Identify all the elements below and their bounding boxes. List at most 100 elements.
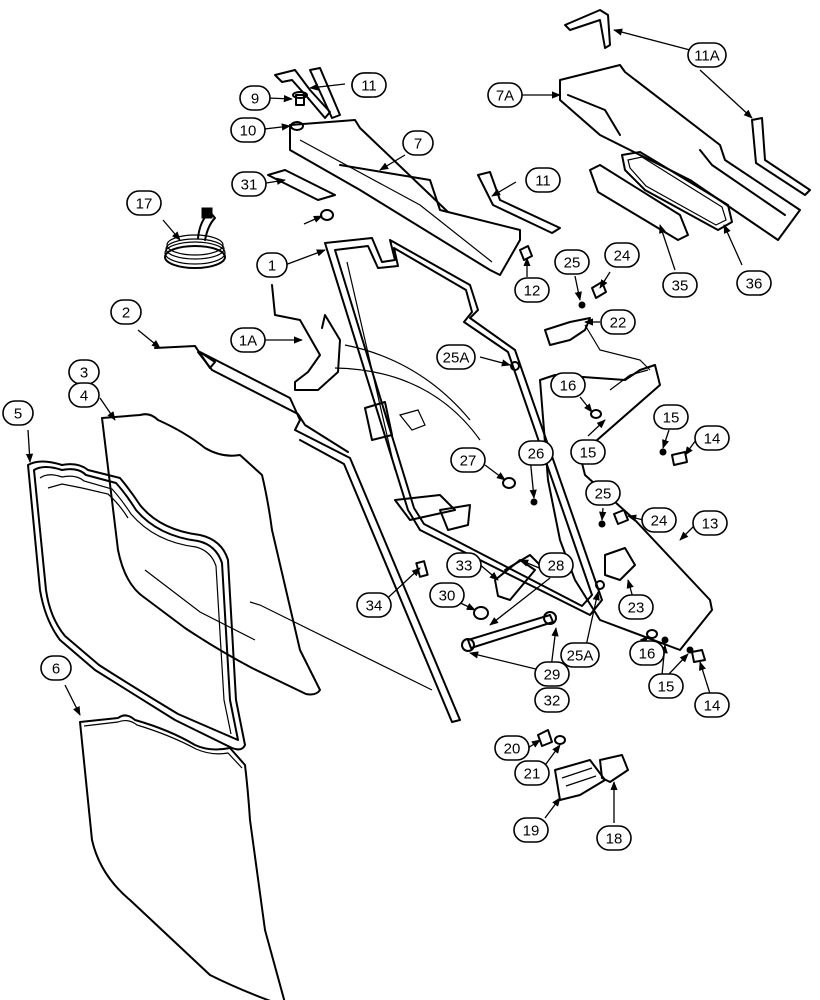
callout-bubble xyxy=(694,425,730,451)
callout-number: 33 xyxy=(456,558,473,575)
callout-number: 25 xyxy=(595,486,612,503)
callout-bubble xyxy=(256,252,288,278)
callout-12: 12 xyxy=(514,277,550,303)
angle-11-right xyxy=(477,171,561,234)
callout-bubble xyxy=(662,272,698,298)
angle-11A-right xyxy=(751,117,811,196)
callout-bubble xyxy=(550,372,586,398)
callout-bubble xyxy=(436,344,476,370)
callout-number: 12 xyxy=(524,283,541,300)
callout-bubble xyxy=(230,117,266,143)
callout-4: 4 xyxy=(68,382,100,408)
callout-3: 3 xyxy=(68,359,100,385)
angle-11A-top xyxy=(564,9,611,49)
callout-bubble xyxy=(40,655,72,681)
callout-number: 15 xyxy=(663,410,680,427)
callout-15: 15 xyxy=(653,404,689,430)
callout-number: 24 xyxy=(651,513,668,530)
callout-bubble xyxy=(600,309,636,335)
callout-bubble xyxy=(736,270,772,296)
callout-number: 23 xyxy=(628,600,645,617)
callout-number: 29 xyxy=(544,667,561,684)
callout-34: 34 xyxy=(356,592,392,618)
callout-number: 5 xyxy=(14,406,22,423)
callout-7: 7 xyxy=(402,130,434,156)
callout-number: 30 xyxy=(439,588,456,605)
seal-36 xyxy=(621,151,733,231)
callout-bubble xyxy=(450,447,486,473)
callout-bubble xyxy=(110,299,142,325)
callout-bubble xyxy=(554,249,590,275)
callout-number: 11 xyxy=(361,78,377,95)
callout-number: 14 xyxy=(704,431,721,448)
callout-bubble xyxy=(68,382,100,408)
callout-bubble xyxy=(2,400,34,426)
callout-17: 17 xyxy=(126,190,162,216)
callout-11a: 11A xyxy=(687,42,727,68)
callout-number: 4 xyxy=(80,388,88,405)
callout-number: 15 xyxy=(580,445,597,462)
callout-number: 16 xyxy=(560,378,577,395)
callout-number: 6 xyxy=(52,661,60,678)
coil-17 xyxy=(164,207,226,269)
callout-number: 31 xyxy=(241,177,258,194)
callout-27: 27 xyxy=(450,447,486,473)
callout-bubble xyxy=(692,510,728,536)
upper-channel-7A xyxy=(559,64,801,241)
hinge-23 xyxy=(604,547,636,581)
gas-strut-28 xyxy=(461,611,557,652)
angle-11-left xyxy=(274,69,331,119)
callout-number: 15 xyxy=(658,679,675,696)
hardware xyxy=(290,91,706,747)
callout-1a: 1A xyxy=(230,327,266,353)
callout-16: 16 xyxy=(550,372,586,398)
callout-bubble xyxy=(560,642,600,668)
callout-number: 14 xyxy=(704,698,721,715)
callout-number: 27 xyxy=(460,453,477,470)
callout-number: 11 xyxy=(535,173,551,190)
callout-29: 29 xyxy=(534,661,570,687)
callout-11: 11 xyxy=(525,167,561,193)
callout-number: 2 xyxy=(122,305,130,322)
callout-number: 13 xyxy=(702,516,719,533)
callout-bubble xyxy=(687,42,727,68)
callout-25: 25 xyxy=(585,480,621,506)
callout-number: 32 xyxy=(544,693,561,710)
callout-bubble xyxy=(514,277,550,303)
callout-bubble xyxy=(487,82,523,108)
callout-number: 7 xyxy=(414,136,422,153)
callout-19: 19 xyxy=(513,817,549,843)
callout-bubble xyxy=(534,661,570,687)
callout-24: 24 xyxy=(641,507,677,533)
callout-25a: 25A xyxy=(560,642,600,668)
callout-bubble xyxy=(570,439,606,465)
callout-bubble xyxy=(402,130,434,156)
callout-bubble xyxy=(513,817,549,843)
callout-24: 24 xyxy=(604,242,640,268)
callout-bubble xyxy=(446,552,482,578)
callout-22: 22 xyxy=(600,309,636,335)
glass-35 xyxy=(589,164,689,241)
callout-18: 18 xyxy=(596,825,632,851)
callout-labels: 11A2345677A8910111111A121314141515151616… xyxy=(2,42,772,851)
callout-number: 34 xyxy=(366,598,383,615)
callout-number: 10 xyxy=(240,123,257,140)
latch-19 xyxy=(554,759,606,801)
callout-14: 14 xyxy=(694,425,730,451)
callout-bubble xyxy=(534,687,570,713)
hinge-22 xyxy=(544,317,591,346)
callout-bubble xyxy=(356,592,392,618)
callout-number: 3 xyxy=(80,365,88,382)
callout-number: 9 xyxy=(251,91,259,108)
callout-31: 31 xyxy=(231,171,267,197)
callout-number: 25A xyxy=(443,350,470,367)
callout-30: 30 xyxy=(429,582,465,608)
callout-bubble xyxy=(538,552,574,578)
callout-bubble xyxy=(596,825,632,851)
callout-9: 9 xyxy=(239,85,271,111)
seal-6 xyxy=(79,714,286,1000)
callout-7a: 7A xyxy=(487,82,523,108)
callout-13: 13 xyxy=(692,510,728,536)
leader-lines xyxy=(25,28,753,823)
